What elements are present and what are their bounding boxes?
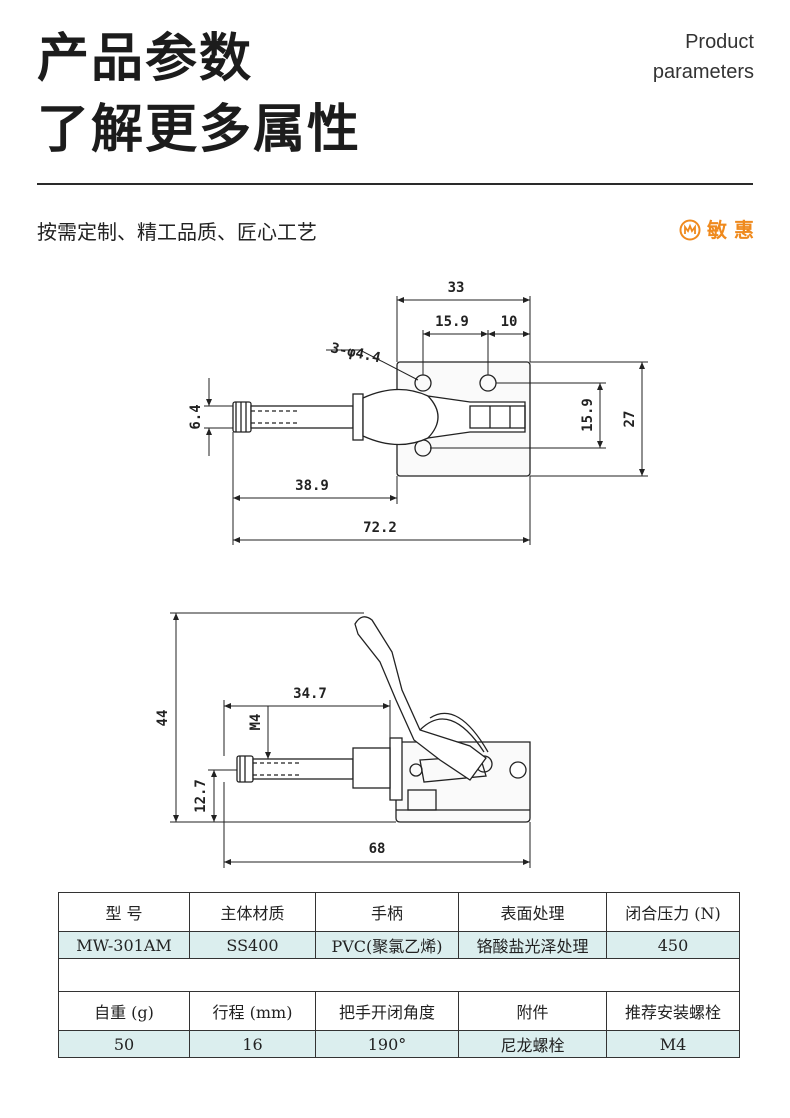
brand-logo: 敏 惠 [679, 219, 754, 241]
header-bolt: 推荐安装螺栓 [606, 991, 740, 1031]
spec-table: 型 号 主体材质 手柄 表面处理 闭合压力 (N) MW-301AM SS400… [58, 892, 740, 1058]
dim-34-7: 34.7 [293, 686, 327, 702]
header-stroke: 行程 (mm) [189, 991, 316, 1031]
value-bolt: M4 [606, 1030, 740, 1058]
side-view [236, 616, 531, 823]
dim-15-9-top: 15.9 [435, 314, 469, 330]
value-weight: 50 [58, 1030, 190, 1058]
page-title-line1: 产品参数 [37, 29, 254, 89]
dim-72-2: 72.2 [363, 520, 397, 536]
technical-drawing: 33 15.9 10 3-φ4.4 6.4 15.9 27 38.9 72.2 [155, 280, 648, 868]
dim-38-9: 38.9 [295, 478, 329, 494]
header-force: 闭合压力 (N) [606, 892, 740, 932]
slogan-text: 按需定制、精工品质、匠心工艺 [37, 220, 317, 244]
header-accessory: 附件 [458, 991, 607, 1031]
dim-6-4: 6.4 [188, 404, 204, 429]
top-view [232, 361, 531, 477]
dim-hole-spec: 3-φ4.4 [329, 340, 382, 366]
english-title-line1: Product [685, 31, 754, 53]
header-angle: 把手开闭角度 [315, 991, 459, 1031]
table-value-row-1: MW-301AM SS400 PVC(聚氯乙烯) 铬酸盐光泽处理 450 [58, 931, 740, 959]
header-handle: 手柄 [315, 892, 459, 932]
dim-12-7: 12.7 [193, 779, 209, 813]
value-angle: 190° [315, 1030, 459, 1058]
english-title-line2: parameters [652, 61, 754, 83]
value-handle: PVC(聚氯乙烯) [315, 931, 459, 959]
page-title-line2: 了解更多属性 [37, 100, 362, 160]
side-view-dim-labels: 44 34.7 M4 12.7 68 [155, 686, 385, 857]
brand-mark-icon [679, 219, 701, 241]
value-accessory: 尼龙螺栓 [458, 1030, 607, 1058]
table-spacer-row [58, 958, 740, 992]
dim-15-9-right: 15.9 [580, 398, 596, 432]
value-stroke: 16 [189, 1030, 316, 1058]
top-view-dimensions [204, 296, 648, 545]
side-view-dimensions [170, 612, 531, 868]
value-force: 450 [606, 931, 740, 959]
header-surface: 表面处理 [458, 892, 607, 932]
header-material: 主体材质 [189, 892, 316, 932]
value-model: MW-301AM [58, 931, 190, 959]
dim-27: 27 [622, 411, 638, 428]
dim-10: 10 [501, 314, 518, 330]
table-header-row-1: 型 号 主体材质 手柄 表面处理 闭合压力 (N) [58, 892, 740, 932]
dim-m4: M4 [248, 714, 264, 731]
header-divider [37, 183, 753, 185]
value-surface: 铬酸盐光泽处理 [458, 931, 607, 959]
brand-name: 敏 惠 [707, 218, 754, 242]
header-weight: 自重 (g) [58, 991, 190, 1031]
table-value-row-2: 50 16 190° 尼龙螺栓 M4 [58, 1030, 740, 1058]
table-header-row-2: 自重 (g) 行程 (mm) 把手开闭角度 附件 推荐安装螺栓 [58, 991, 740, 1031]
table-spacer-cell [58, 958, 740, 992]
dim-68: 68 [369, 841, 386, 857]
header-model: 型 号 [58, 892, 190, 932]
value-material: SS400 [189, 931, 316, 959]
dim-44: 44 [155, 710, 171, 727]
dim-33: 33 [448, 280, 465, 296]
